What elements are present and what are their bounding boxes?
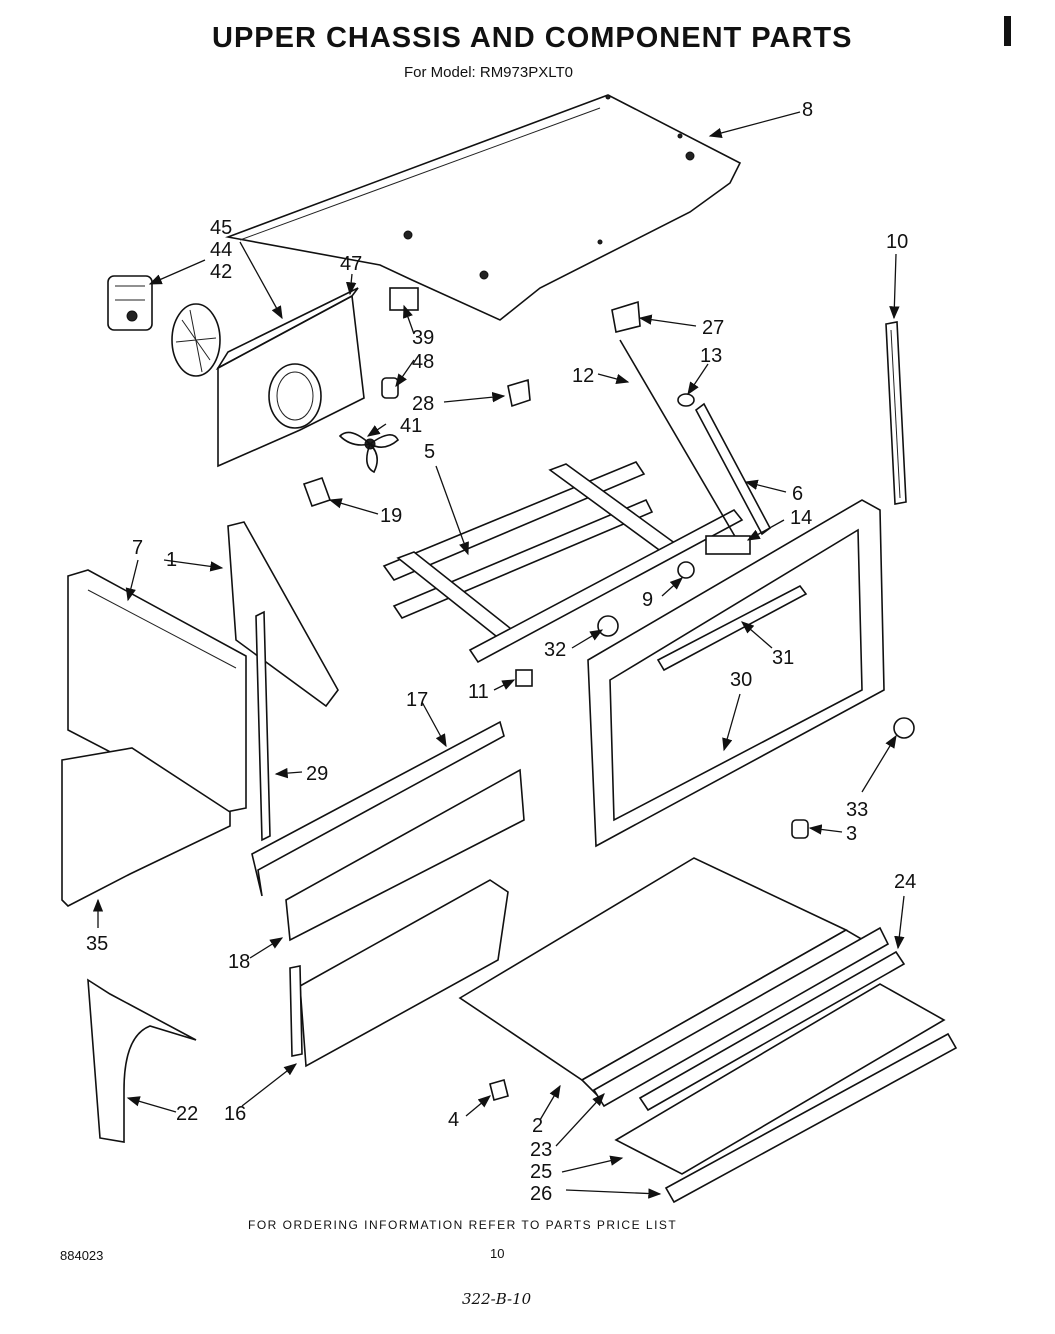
- handwritten-note: 322-B-10: [462, 1290, 532, 1308]
- page-title: UPPER CHASSIS AND COMPONENT PARTS: [212, 22, 853, 54]
- callout-1: 1: [166, 549, 177, 571]
- part-1-bracket: [227, 521, 339, 708]
- part-42-fan-motor: [107, 275, 221, 377]
- part-17-rail: [251, 720, 505, 897]
- callout-39: 39: [412, 327, 434, 349]
- part-31-handle: [656, 584, 808, 672]
- callout-47: 47: [340, 253, 362, 275]
- part-4-clip: [489, 1079, 509, 1101]
- part-19-clip: [302, 476, 332, 508]
- callout-45: 45: [210, 217, 232, 239]
- part-8-top-cover: [225, 94, 742, 321]
- part-28-clip: [507, 378, 531, 408]
- callout-2: 2: [532, 1115, 543, 1137]
- callout-labels: 8 10 45 44 42 47 39 48 28 41 5 19 7 1 27…: [86, 99, 916, 1205]
- callout-27: 27: [702, 317, 724, 339]
- callout-42: 42: [210, 261, 232, 283]
- callout-13: 13: [700, 345, 722, 367]
- part-12-wire: [619, 339, 741, 546]
- part-41-fan-blade: [338, 431, 399, 474]
- callout-32: 32: [544, 639, 566, 661]
- callout-24: 24: [894, 871, 916, 893]
- part-32-knob: [597, 615, 619, 637]
- part-25-reflector: [614, 983, 946, 1175]
- part-3-socket: [791, 819, 809, 839]
- part-48-cap: [381, 377, 399, 399]
- callout-11: 11: [468, 681, 489, 703]
- callout-30: 30: [730, 669, 752, 691]
- part-29-strip: [255, 610, 271, 842]
- callout-8: 8: [802, 99, 813, 121]
- part-22-panel: [87, 978, 197, 1143]
- callout-10: 10: [886, 231, 908, 253]
- callout-4: 4: [448, 1109, 459, 1131]
- callout-33: 33: [846, 799, 868, 821]
- callout-35: 35: [86, 933, 108, 955]
- part-13-switch: [677, 393, 695, 407]
- part-16-panel: [299, 879, 509, 1068]
- part-11-clip: [515, 669, 533, 687]
- part-26-strip: [664, 1032, 958, 1204]
- part-33-knob: [893, 717, 915, 739]
- document-number: 884023: [60, 1248, 104, 1263]
- part-9-knob: [677, 561, 695, 579]
- part-27-bracket: [611, 300, 641, 333]
- callout-18: 18: [228, 951, 250, 973]
- part-14-actuator: [705, 535, 751, 555]
- callout-19: 19: [380, 505, 402, 527]
- callout-41: 41: [400, 415, 422, 437]
- part-30-door-frame: [587, 499, 885, 848]
- callout-28: 28: [412, 393, 434, 415]
- callout-6: 6: [792, 483, 803, 505]
- leader-arrows: [92, 111, 905, 1199]
- callout-26: 26: [530, 1183, 552, 1205]
- callout-7: 7: [132, 537, 143, 559]
- callout-48: 48: [412, 351, 434, 373]
- part-5-frame: [382, 461, 744, 664]
- callout-5: 5: [424, 441, 435, 463]
- callout-29: 29: [306, 763, 328, 785]
- callout-3: 3: [846, 823, 857, 845]
- ordering-note: FOR ORDERING INFORMATION REFER TO PARTS …: [248, 1218, 678, 1232]
- callout-25: 25: [530, 1161, 552, 1183]
- part-18-panel: [285, 768, 525, 942]
- corner-mark: [1004, 16, 1011, 46]
- callout-31: 31: [772, 647, 794, 669]
- part-16-bracket: [289, 965, 303, 1057]
- model-subtitle: For Model: RM973PXLT0: [404, 64, 573, 81]
- callout-17: 17: [406, 689, 428, 711]
- part-47-fan-shroud: [215, 287, 365, 468]
- part-35-base-panel: [61, 747, 231, 907]
- page-number: 10: [490, 1246, 505, 1261]
- callout-16: 16: [224, 1103, 246, 1125]
- callout-14: 14: [790, 507, 812, 529]
- part-24-lamp: [638, 950, 906, 1112]
- callout-22: 22: [176, 1103, 198, 1125]
- callout-23: 23: [530, 1139, 552, 1161]
- callout-12: 12: [572, 365, 594, 387]
- part-10-trim-strip: [885, 321, 907, 505]
- callout-9: 9: [642, 589, 653, 611]
- callout-44: 44: [210, 239, 232, 261]
